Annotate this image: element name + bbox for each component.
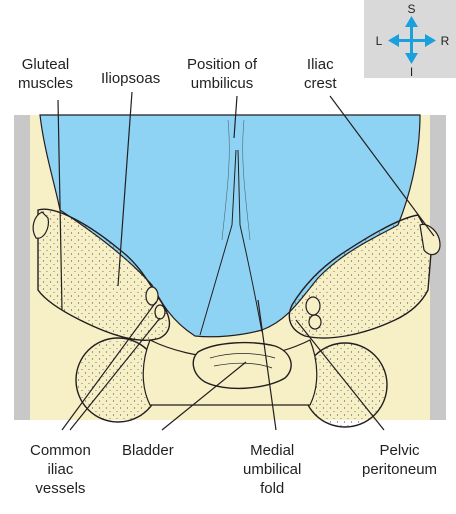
compass-inferior: I	[410, 65, 413, 78]
label-gluteal-line2: muscles	[18, 74, 73, 93]
left-vessel-2	[155, 305, 165, 319]
right-grey-margin	[430, 115, 446, 420]
label-iliopsoas: Iliopsoas	[101, 69, 160, 88]
label-common-iliac-vessels: Common iliac vessels	[30, 441, 91, 498]
label-medial-fold-line1: Medial	[243, 441, 301, 460]
compass-superior: S	[407, 2, 415, 16]
label-pelvic-peritoneum: Pelvic peritoneum	[362, 441, 437, 479]
label-iliac-crest-line2: crest	[304, 74, 337, 93]
left-grey-margin	[14, 115, 30, 420]
right-vessel-2	[309, 315, 321, 329]
label-umbilicus-line2: umbilicus	[187, 74, 257, 93]
label-common-iliac-line2: iliac	[30, 460, 91, 479]
label-gluteal-muscles: Gluteal muscles	[18, 55, 73, 93]
compass-left: L	[376, 34, 383, 48]
label-umbilicus-line1: Position of	[187, 55, 257, 74]
label-pelvic-peritoneum-line1: Pelvic	[362, 441, 437, 460]
label-iliac-crest: Iliac crest	[304, 55, 337, 93]
right-vessel-1	[306, 297, 320, 315]
label-iliopsoas-line1: Iliopsoas	[101, 69, 160, 88]
orientation-compass: S I L R	[364, 0, 456, 78]
label-iliac-crest-line1: Iliac	[304, 55, 337, 74]
label-bladder: Bladder	[122, 441, 174, 460]
label-position-of-umbilicus: Position of umbilicus	[187, 55, 257, 93]
label-common-iliac-line3: vessels	[30, 479, 91, 498]
label-medial-fold-line2: umbilical	[243, 460, 301, 479]
label-gluteal-line1: Gluteal	[18, 55, 73, 74]
label-common-iliac-line1: Common	[30, 441, 91, 460]
label-bladder-line1: Bladder	[122, 441, 174, 460]
label-pelvic-peritoneum-line2: peritoneum	[362, 460, 437, 479]
label-medial-fold-line3: fold	[243, 479, 301, 498]
compass-right: R	[441, 34, 450, 48]
label-medial-umbilical-fold: Medial umbilical fold	[243, 441, 301, 498]
